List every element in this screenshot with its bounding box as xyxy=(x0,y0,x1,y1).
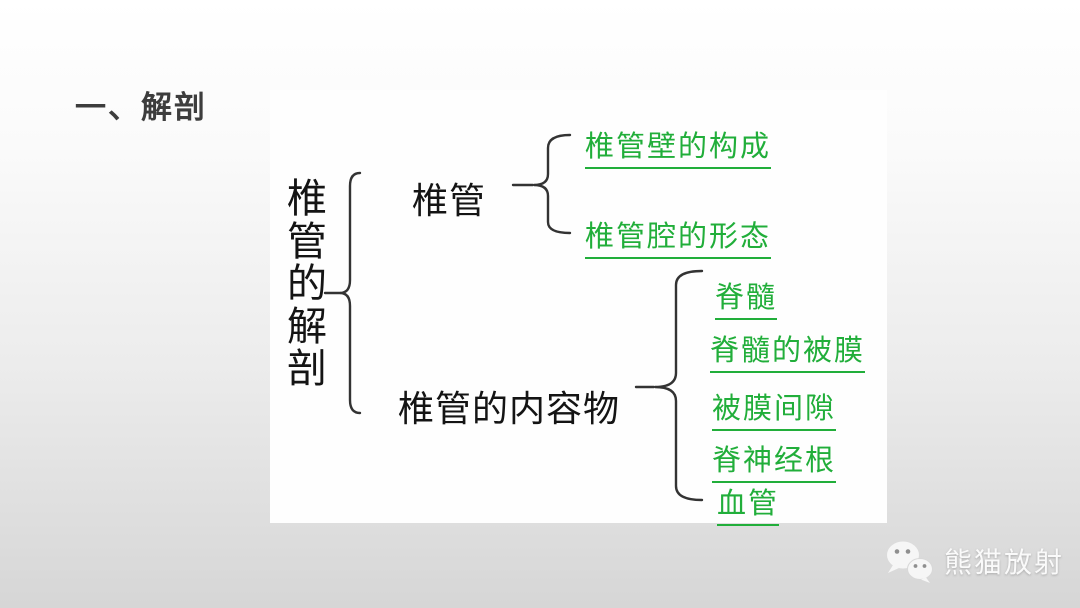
root-brace xyxy=(339,171,362,415)
wechat-icon xyxy=(887,541,933,583)
link-spinal-nerve-roots[interactable]: 脊神经根 xyxy=(712,437,837,483)
slide-title: 一、解剖 xyxy=(75,90,207,125)
branch-label-canal: 椎管 xyxy=(412,181,487,221)
canal-brace xyxy=(533,133,572,235)
watermark-label: 熊猫放射 xyxy=(944,547,1065,578)
link-spinal-cord-membranes[interactable]: 脊髓的被膜 xyxy=(710,327,866,373)
link-membrane-spaces[interactable]: 被膜间隙 xyxy=(712,385,837,431)
link-canal-cavity-shape[interactable]: 椎管腔的形态 xyxy=(585,213,772,259)
brace-layer xyxy=(323,133,704,502)
diagram-root-label: 椎管的解剖 xyxy=(287,176,327,391)
link-blood-vessels[interactable]: 血管 xyxy=(717,480,780,526)
contents-brace xyxy=(654,269,704,502)
branch-label-contents: 椎管的内容物 xyxy=(398,389,621,429)
link-canal-wall-composition[interactable]: 椎管壁的构成 xyxy=(585,123,772,169)
link-spinal-cord[interactable]: 脊髓 xyxy=(715,274,778,320)
diagram-canvas: 椎管的解剖 椎管 椎管壁的构成 椎管腔的形态 椎管的内容物 脊髓 脊髓的被膜 被… xyxy=(270,90,887,526)
watermark: 熊猫放射 xyxy=(884,536,1080,586)
